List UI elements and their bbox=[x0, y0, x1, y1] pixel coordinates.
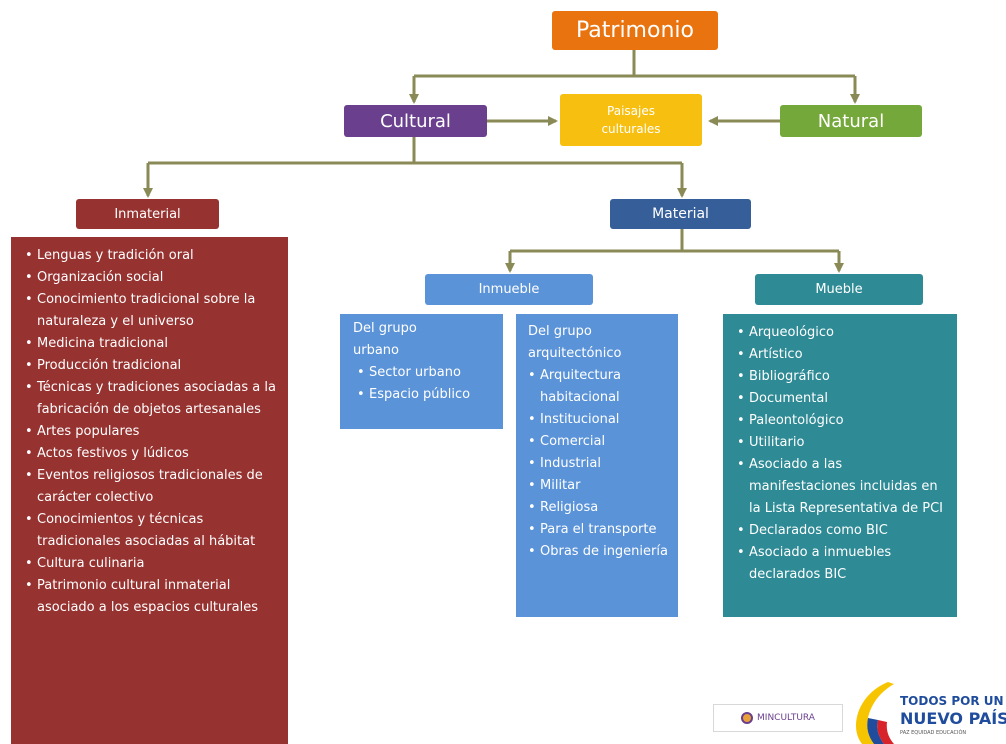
node-material: Material bbox=[610, 199, 751, 229]
inmaterial-list-item: Medicina tradicional bbox=[25, 333, 278, 355]
node-inmaterial-label: Inmaterial bbox=[114, 206, 181, 222]
urbano-list-item: Espacio público bbox=[357, 384, 495, 406]
mueble-list-item: Asociado a inmuebles declarados BIC bbox=[737, 542, 949, 586]
inmaterial-list-item: Organización social bbox=[25, 267, 278, 289]
mueble-list-item: Declarados como BIC bbox=[737, 520, 949, 542]
inmaterial-list-item: Artes populares bbox=[25, 421, 278, 443]
slogan-line2: NUEVO PAÍS bbox=[900, 709, 1006, 728]
urbano-list-item: Sector urbano bbox=[357, 362, 495, 384]
arquitectonico-list-item: Institucional bbox=[528, 409, 670, 431]
arquitectonico-list-item: Comercial bbox=[528, 431, 670, 453]
arquitectonico-list-item: Religiosa bbox=[528, 497, 670, 519]
inmaterial-list-item: Cultura culinaria bbox=[25, 553, 278, 575]
arquitectonico-list-item: Militar bbox=[528, 475, 670, 497]
node-patrimonio-label: Patrimonio bbox=[576, 18, 694, 43]
urbano-list: Sector urbanoEspacio público bbox=[353, 362, 495, 406]
mincultura-label: MINCULTURA bbox=[757, 713, 815, 723]
slogan-line3: PAZ EQUIDAD EDUCACIÓN bbox=[900, 730, 967, 736]
mueble-list-item: Bibliográfico bbox=[737, 366, 949, 388]
mueble-list-item: Arqueológico bbox=[737, 322, 949, 344]
mincultura-logo: MINCULTURA bbox=[713, 704, 843, 732]
inmaterial-list-item: Producción tradicional bbox=[25, 355, 278, 377]
arquitectonico-list-item: Obras de ingeniería bbox=[528, 541, 670, 563]
node-paisajes-label: Paisajes culturales bbox=[601, 104, 661, 136]
node-mueble-label: Mueble bbox=[815, 282, 863, 297]
inmaterial-list: Lenguas y tradición oralOrganización soc… bbox=[25, 245, 278, 619]
mueble-list: ArqueológicoArtísticoBibliográficoDocume… bbox=[735, 322, 949, 586]
inmaterial-list-item: Lenguas y tradición oral bbox=[25, 245, 278, 267]
arquitectonico-title: Del grupo arquitectónico bbox=[528, 324, 622, 361]
node-inmueble: Inmueble bbox=[425, 274, 593, 305]
urbano-title: Del grupo urbano bbox=[353, 321, 417, 358]
node-mueble: Mueble bbox=[755, 274, 923, 305]
mueble-list-item: Documental bbox=[737, 388, 949, 410]
node-paisajes-culturales: Paisajes culturales bbox=[560, 94, 702, 146]
inmaterial-list-item: Conocimiento tradicional sobre la natura… bbox=[25, 289, 278, 333]
urbano-box: Del grupo urbano Sector urbanoEspacio pú… bbox=[340, 314, 503, 429]
mueble-list-item: Utilitario bbox=[737, 432, 949, 454]
node-cultural-label: Cultural bbox=[380, 110, 451, 132]
node-natural: Natural bbox=[780, 105, 922, 137]
node-material-label: Material bbox=[652, 206, 709, 222]
mueble-list-box: ArqueológicoArtísticoBibliográficoDocume… bbox=[723, 314, 957, 617]
mincultura-emblem-icon bbox=[741, 712, 754, 724]
slogan-line1: TODOS POR UN bbox=[900, 694, 1004, 708]
node-inmaterial: Inmaterial bbox=[76, 199, 219, 229]
arquitectonico-list: Arquitectura habitacionalInstitucionalCo… bbox=[528, 365, 670, 563]
inmaterial-list-item: Eventos religiosos tradicionales de cará… bbox=[25, 465, 278, 509]
arquitectonico-list-item: Industrial bbox=[528, 453, 670, 475]
node-natural-label: Natural bbox=[817, 110, 885, 132]
inmaterial-list-item: Actos festivos y lúdicos bbox=[25, 443, 278, 465]
mueble-list-item: Artístico bbox=[737, 344, 949, 366]
arquitectonico-list-item: Para el transporte bbox=[528, 519, 670, 541]
colombia-flag-swoosh-icon bbox=[856, 682, 894, 744]
inmaterial-list-item: Técnicas y tradiciones asociadas a la fa… bbox=[25, 377, 278, 421]
nuevo-pais-logo: TODOS POR UN NUEVO PAÍS PAZ EQUIDAD EDUC… bbox=[850, 680, 1006, 744]
arquitectonico-list-item: Arquitectura habitacional bbox=[528, 365, 670, 409]
node-cultural: Cultural bbox=[344, 105, 487, 137]
inmaterial-list-box: Lenguas y tradición oralOrganización soc… bbox=[11, 237, 288, 744]
arquitectonico-box: Del grupo arquitectónico Arquitectura ha… bbox=[516, 314, 678, 617]
inmaterial-list-item: Conocimientos y técnicas tradicionales a… bbox=[25, 509, 278, 553]
node-inmueble-label: Inmueble bbox=[478, 282, 540, 297]
mueble-list-item: Paleontológico bbox=[737, 410, 949, 432]
mueble-list-item: Asociado a las manifestaciones incluidas… bbox=[737, 454, 949, 520]
inmaterial-list-item: Patrimonio cultural inmaterial asociado … bbox=[25, 575, 278, 619]
node-patrimonio: Patrimonio bbox=[552, 11, 718, 50]
